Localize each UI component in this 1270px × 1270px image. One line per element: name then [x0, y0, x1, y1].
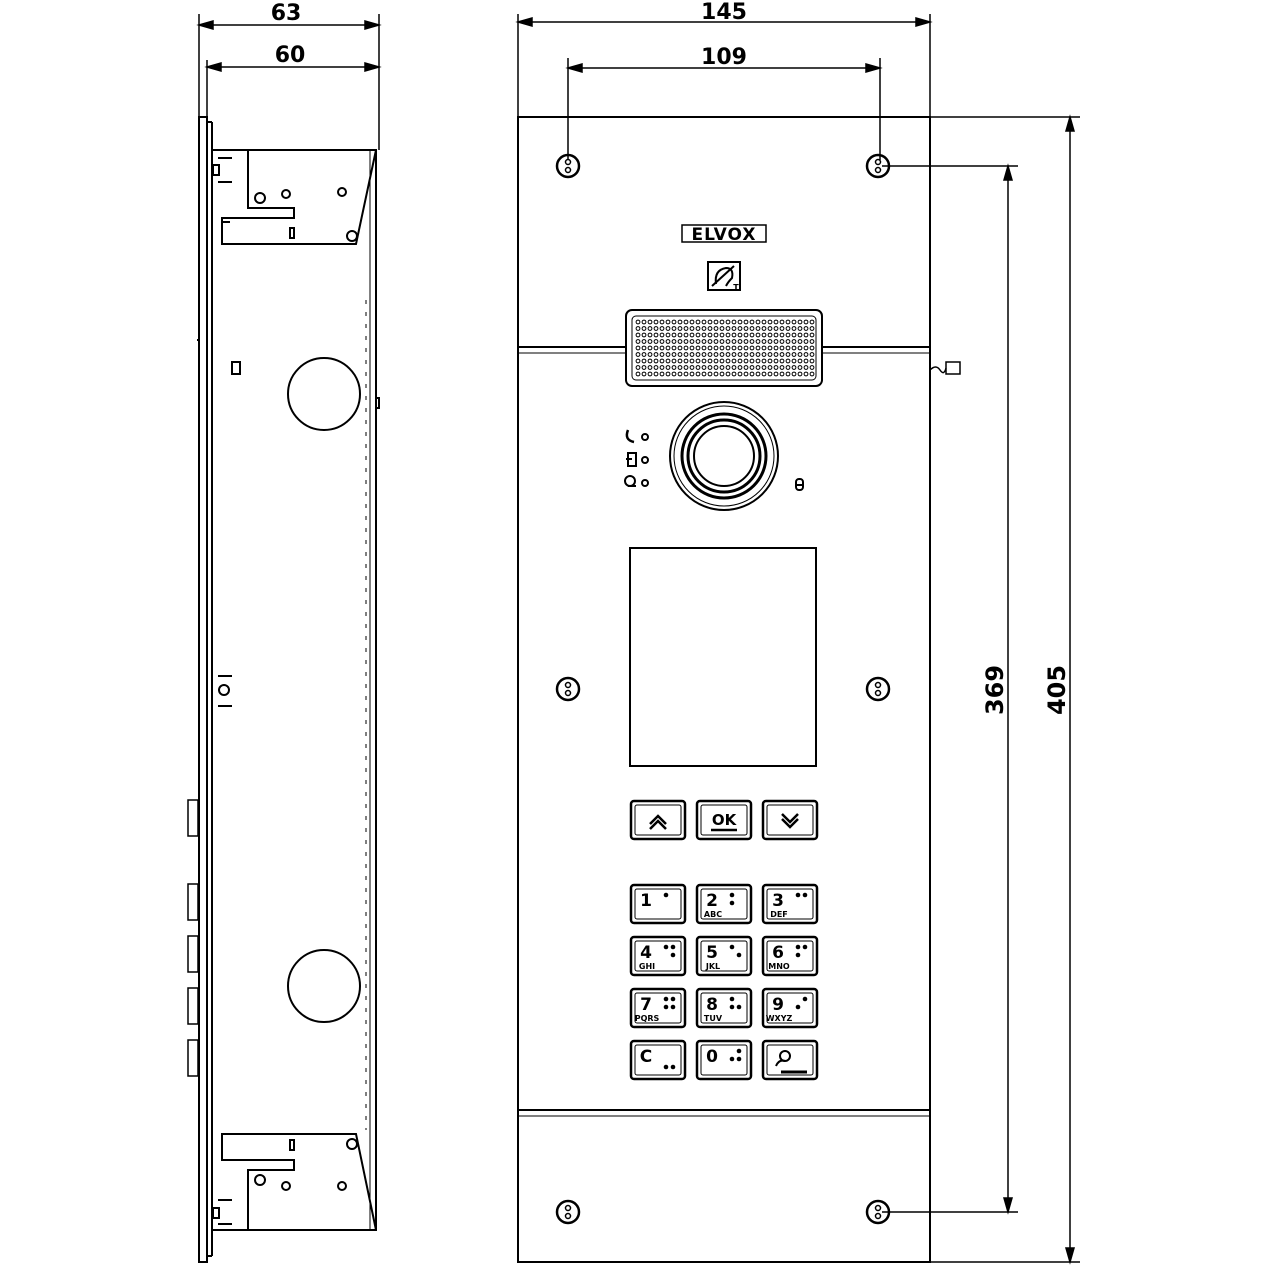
key-letters: WXYZ [766, 1014, 793, 1023]
status-indicators [624, 429, 649, 487]
screw-icon [929, 361, 961, 375]
display-screen [629, 547, 817, 767]
braille-dots [729, 892, 735, 906]
nav-key-ok[interactable]: OK [695, 799, 753, 841]
keypad-key[interactable]: 1 [629, 883, 687, 925]
key-digit: 2 [706, 891, 718, 911]
key-digit: 9 [772, 995, 784, 1015]
key-letters: DEF [770, 910, 788, 919]
key-digit: C [640, 1047, 652, 1067]
dim-hole-vertical: 369 [981, 665, 1009, 715]
chevron-up-icon [649, 814, 667, 830]
logo-text: ELVOX [692, 225, 757, 245]
key-letters: TUV [704, 1014, 723, 1023]
key-digit: 8 [706, 995, 718, 1015]
mounting-hole [555, 676, 581, 702]
bell-icon [775, 1050, 807, 1074]
side-dimensions [196, 14, 382, 150]
keypad-key[interactable] [761, 1039, 819, 1081]
nav-keys: OK [629, 799, 819, 841]
braille-dots [663, 1064, 676, 1070]
side-front-plate [198, 116, 208, 1263]
braille-dots [795, 996, 808, 1010]
key-digit: 1 [640, 891, 652, 911]
key-letters: PQRS [635, 1014, 660, 1023]
camera [669, 401, 779, 511]
braille-dots [795, 892, 808, 898]
mounting-hole [865, 676, 891, 702]
nav-key-label: OK [712, 811, 738, 829]
chevron-down-icon [781, 813, 799, 829]
key-letters: MNO [768, 962, 790, 971]
svg-text:T: T [733, 283, 739, 292]
top-bracket [221, 149, 377, 245]
hearing-loop-icon: T [707, 261, 741, 292]
braille-dots [795, 944, 808, 958]
phone-icon [625, 429, 635, 444]
front-panel-outline [517, 116, 931, 1263]
key-digit: 6 [772, 943, 784, 963]
key-digit: 4 [640, 943, 652, 963]
braille-dots [729, 1048, 742, 1062]
key-letters: GHI [639, 962, 655, 971]
side-view [187, 116, 380, 1263]
front-dimensions [515, 14, 1080, 1265]
front-panel [517, 116, 931, 1263]
braille-dots [663, 944, 676, 958]
braille-dots [729, 944, 742, 958]
dim-front-height: 405 [1043, 665, 1071, 715]
keypad-key[interactable]: 0 [695, 1039, 753, 1081]
speaker-icon [626, 452, 637, 467]
key-icon [624, 475, 636, 487]
side-box-body [211, 149, 377, 1231]
nav-key-up[interactable] [629, 799, 687, 841]
key-digit: 5 [706, 943, 718, 963]
mounting-hole [555, 1199, 581, 1225]
bottom-bracket [221, 1133, 377, 1231]
microphone-icon [795, 478, 804, 491]
key-digit: 3 [772, 891, 784, 911]
braille-dots [663, 996, 676, 1010]
key-digit: 7 [640, 995, 652, 1015]
braille-dots [663, 892, 669, 898]
cable-knockout-top [287, 357, 361, 431]
mounting-holes [555, 153, 891, 1225]
speaker-grille [625, 309, 823, 387]
dim-front-width: 145 [701, 0, 747, 25]
dim-side-box: 60 [275, 43, 306, 68]
dim-side-overall: 63 [271, 1, 302, 26]
keypad-key[interactable]: C [629, 1039, 687, 1081]
key-digit: 0 [706, 1047, 718, 1067]
dim-hole-horizontal: 109 [701, 45, 747, 70]
nav-key-down[interactable] [761, 799, 819, 841]
braille-dots [729, 996, 742, 1010]
key-letters: ABC [704, 910, 722, 919]
brand-logo: ELVOX [681, 224, 767, 245]
key-letters: JKL [705, 962, 720, 971]
cable-knockout-bottom [287, 949, 361, 1023]
